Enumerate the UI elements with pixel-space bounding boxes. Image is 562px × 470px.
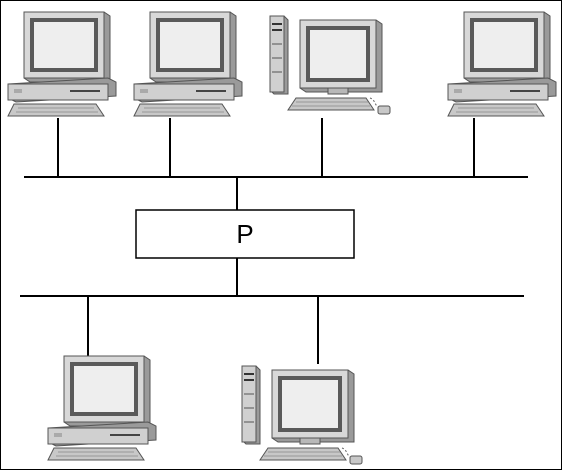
computer-upper-2 xyxy=(133,11,243,117)
computer-upper-4 xyxy=(447,11,557,117)
computer-upper-3 xyxy=(269,15,391,115)
computer-upper-1 xyxy=(7,11,117,117)
computer-lower-1 xyxy=(47,355,157,461)
node-p-label: P xyxy=(236,219,253,249)
computer-lower-2 xyxy=(241,365,363,465)
node-p-box: P xyxy=(135,209,355,259)
